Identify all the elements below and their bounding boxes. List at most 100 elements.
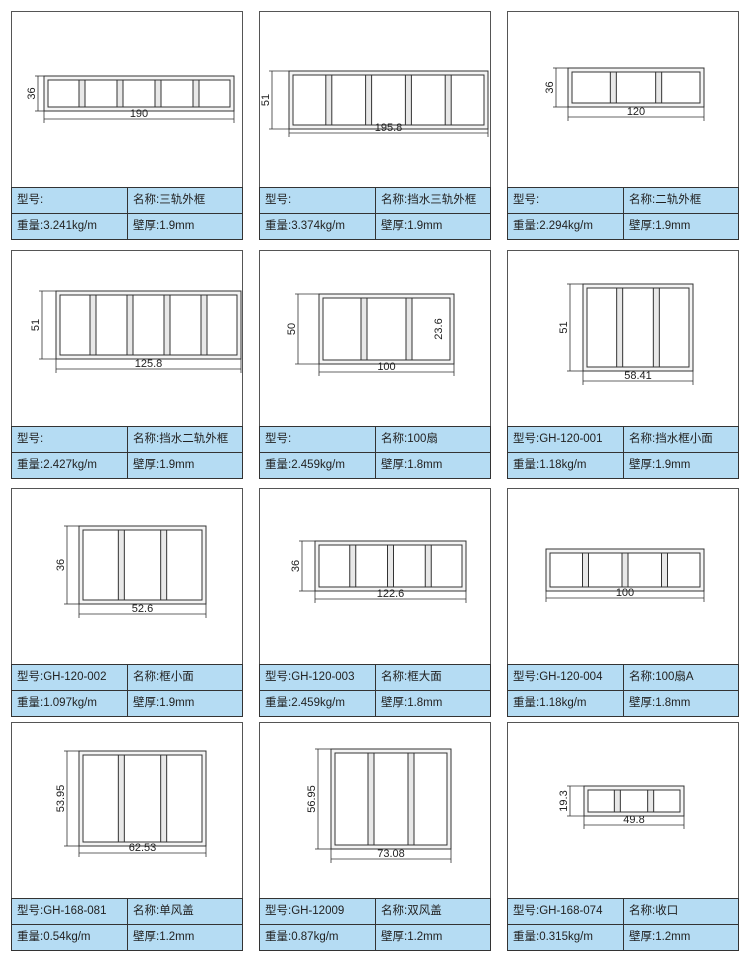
wall-thickness: 壁厚:1.2mm	[133, 931, 195, 943]
profile-name: 名称:双风盖	[381, 905, 442, 917]
profile-name: 名称:挡水二轨外框	[133, 433, 229, 445]
profile-name: 名称:挡水框小面	[629, 433, 713, 445]
weight: 重量:0.87kg/m	[260, 925, 376, 950]
model-number: 型号:GH-120-002	[12, 665, 128, 690]
wall-thickness: 壁厚:1.8mm	[381, 697, 443, 709]
width-dimension	[55, 359, 242, 373]
wall-thickness: 壁厚:1.9mm	[133, 697, 195, 709]
weight: 重量:2.459kg/m	[260, 453, 376, 478]
width-dimension	[288, 129, 489, 137]
wall-thickness: 壁厚:1.9mm	[629, 220, 691, 232]
width-dimension	[78, 604, 207, 618]
model-number: 型号:GH-120-003	[260, 665, 376, 690]
width-dim-label: 73.08	[377, 848, 405, 860]
spec-table: 型号:GH-120-003 名称:框大面 重量:2.459kg/m 壁厚:1.8mm	[259, 664, 491, 717]
wall-thickness: 壁厚:1.2mm	[629, 931, 691, 943]
weight: 重量:2.459kg/m	[260, 691, 376, 716]
width-dim-label: 52.6	[132, 603, 153, 615]
model-number: 型号:	[12, 188, 128, 213]
width-dimension	[583, 816, 685, 829]
width-dim-label: 100	[377, 361, 395, 373]
height-dim-label: 51	[260, 94, 272, 106]
width-dim-label: 58.41	[624, 370, 652, 382]
height-dim-label: 53.95	[55, 785, 67, 813]
weight: 重量:2.427kg/m	[12, 453, 128, 478]
profile-drawing: 62.53 53.95	[55, 750, 207, 857]
height-dimension	[39, 290, 56, 360]
height-dim-label: 36	[55, 559, 67, 571]
profile-drawing: 58.41 51	[558, 283, 694, 385]
model-number: 型号:GH-12009	[260, 899, 376, 924]
profile-section	[582, 283, 694, 372]
weight: 重量:1.18kg/m	[508, 691, 624, 716]
model-number: 型号:GH-120-001	[508, 427, 624, 452]
height-dimension	[295, 293, 319, 365]
width-dimension	[582, 371, 694, 385]
width-dim-label: 120	[627, 106, 645, 118]
profile-name: 名称:收口	[629, 905, 679, 917]
profile-section	[330, 748, 452, 850]
height-dim-label: 51	[30, 319, 42, 331]
height-dimension	[553, 67, 568, 108]
height-dimension	[64, 525, 79, 605]
width-dimension	[330, 849, 452, 863]
model-number: 型号:GH-168-074	[508, 899, 624, 924]
height-dim-label: 51	[558, 321, 570, 333]
model-number: 型号:GH-120-004	[508, 665, 624, 690]
profile-drawing: 120 36	[544, 67, 705, 121]
profile-name: 名称:框小面	[133, 671, 194, 683]
height-dimension	[567, 283, 583, 372]
wall-thickness: 壁厚:1.9mm	[381, 220, 443, 232]
profile-name: 名称:二轨外框	[629, 194, 702, 206]
model-number: 型号:	[260, 188, 376, 213]
width-dimension	[567, 107, 705, 121]
height-dimension	[269, 70, 289, 130]
profile-section	[288, 70, 489, 130]
height-dim-label: 36	[26, 87, 38, 99]
weight: 重量:0.315kg/m	[508, 925, 624, 950]
profile-section	[43, 75, 235, 112]
width-dim-label: 62.53	[129, 842, 157, 854]
profile-section	[567, 67, 705, 108]
profile-section	[583, 785, 685, 817]
height-dimension	[35, 75, 44, 112]
height-dim-label: 56.95	[306, 785, 318, 813]
height-dimension	[567, 785, 584, 817]
width-dim-label: 190	[130, 108, 148, 120]
profile-drawing: 100	[545, 548, 705, 602]
profile-drawing: 100 50 23.6	[286, 293, 455, 376]
profile-name: 名称:框大面	[381, 671, 442, 683]
profile-card: 73.08 56.95 型号:GH-12009 名称:双风盖 重量:0.87kg/m…	[259, 722, 491, 951]
profile-name: 名称:三轨外框	[133, 194, 206, 206]
width-dim-label: 125.8	[135, 358, 163, 370]
model-number: 型号:	[12, 427, 128, 452]
width-dimension	[78, 846, 207, 857]
width-dim-label: 195.8	[375, 122, 403, 134]
wall-thickness: 壁厚:1.8mm	[381, 459, 443, 471]
height-dim-label: 36	[544, 81, 556, 93]
profile-drawing: 73.08 56.95	[306, 748, 452, 863]
profile-section	[78, 525, 207, 605]
profile-section	[314, 540, 467, 592]
spec-table: 型号:GH-168-074 名称:收口 重量:0.315kg/m 壁厚:1.2mm	[507, 898, 739, 951]
width-dimension	[314, 591, 467, 603]
height-dimension	[299, 540, 315, 592]
weight: 重量:3.241kg/m	[12, 214, 128, 239]
height-dim-label: 50	[286, 323, 298, 335]
profile-name: 名称:100扇	[381, 433, 438, 445]
extra-dim-label: 23.6	[433, 318, 445, 339]
wall-thickness: 壁厚:1.8mm	[629, 697, 691, 709]
profile-name: 名称:100扇A	[629, 671, 694, 683]
